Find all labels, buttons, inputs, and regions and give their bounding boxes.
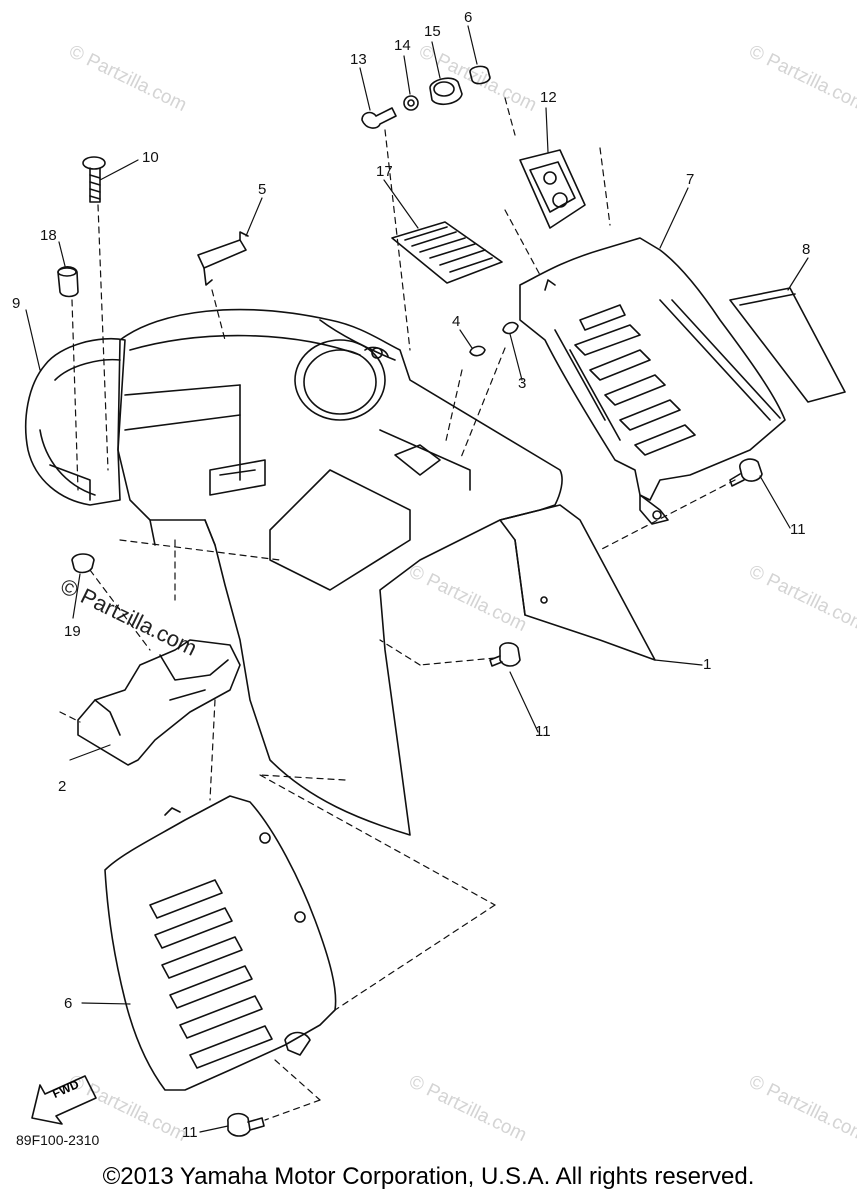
bolt-part-10 bbox=[82, 156, 106, 203]
side-cover-part-7 bbox=[519, 237, 786, 525]
callout-11-right: 11 bbox=[790, 521, 806, 538]
pad-part-8 bbox=[729, 287, 846, 403]
callout-18: 18 bbox=[40, 227, 57, 244]
assembly-lines bbox=[59, 97, 736, 1121]
clip-part-5 bbox=[197, 231, 249, 286]
callout-5: 5 bbox=[258, 181, 267, 198]
callout-14: 14 bbox=[394, 37, 411, 54]
callout-13: 13 bbox=[350, 51, 367, 68]
rear-fender-part-1 bbox=[117, 308, 656, 836]
diagram-code: 89F100-2310 bbox=[16, 1132, 100, 1148]
side-cover-part-6 bbox=[104, 795, 337, 1091]
lamp-part-12 bbox=[519, 149, 586, 229]
fwd-arrow-icon bbox=[31, 1075, 97, 1125]
panel-part-2 bbox=[77, 639, 241, 766]
screw-part-11-c bbox=[227, 1112, 265, 1137]
callout-6-top: 6 bbox=[464, 9, 473, 26]
callout-9: 9 bbox=[12, 295, 21, 312]
callout-17: 17 bbox=[376, 163, 393, 180]
side-cover-part-9 bbox=[25, 337, 126, 506]
hardware-parts-13-16 bbox=[361, 65, 491, 129]
clip-parts-3-4 bbox=[469, 321, 519, 357]
callout-7: 7 bbox=[686, 171, 695, 188]
callout-3: 3 bbox=[518, 375, 527, 392]
reflector-part-17 bbox=[391, 221, 503, 284]
screw-part-11-b bbox=[489, 642, 521, 667]
callout-8: 8 bbox=[802, 241, 811, 258]
callout-11-bottom: 11 bbox=[182, 1124, 198, 1141]
clip-part-19 bbox=[71, 553, 95, 574]
copyright-notice: ©2013 Yamaha Motor Corporation, U.S.A. A… bbox=[102, 1163, 755, 1190]
callout-leaders bbox=[25, 25, 809, 1133]
callout-2: 2 bbox=[58, 778, 67, 795]
callout-15: 15 bbox=[424, 23, 441, 40]
callout-10: 10 bbox=[142, 149, 159, 166]
callout-1: 1 bbox=[703, 656, 712, 673]
callout-12: 12 bbox=[540, 89, 557, 106]
grommet-part-18 bbox=[57, 265, 79, 298]
callout-4: 4 bbox=[452, 313, 461, 330]
callout-19: 19 bbox=[64, 623, 81, 640]
screw-part-11-a bbox=[729, 458, 763, 487]
callout-11-middle: 11 bbox=[535, 723, 551, 740]
callout-6: 6 bbox=[64, 995, 73, 1012]
